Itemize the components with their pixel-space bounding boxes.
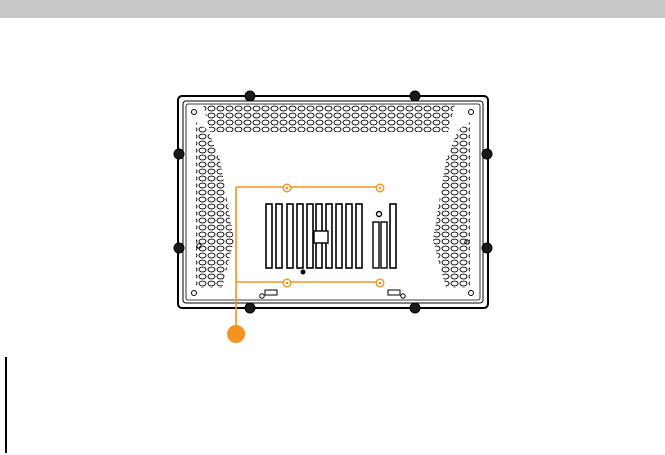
edge-mounting-clips <box>173 90 493 314</box>
chassis-outline <box>177 95 489 309</box>
vent-left <box>196 122 234 288</box>
dimm-slot-array <box>265 203 397 269</box>
vesa-mount-point-centers <box>285 186 382 285</box>
bottom-ports <box>259 289 406 299</box>
header-bar <box>0 0 665 18</box>
small-connectors <box>300 210 388 275</box>
vent-top <box>203 104 455 132</box>
callout-marker <box>227 325 245 343</box>
vesa-mount-highlight <box>235 186 376 330</box>
vent-right <box>433 122 470 288</box>
page-margin-rule <box>5 357 7 453</box>
